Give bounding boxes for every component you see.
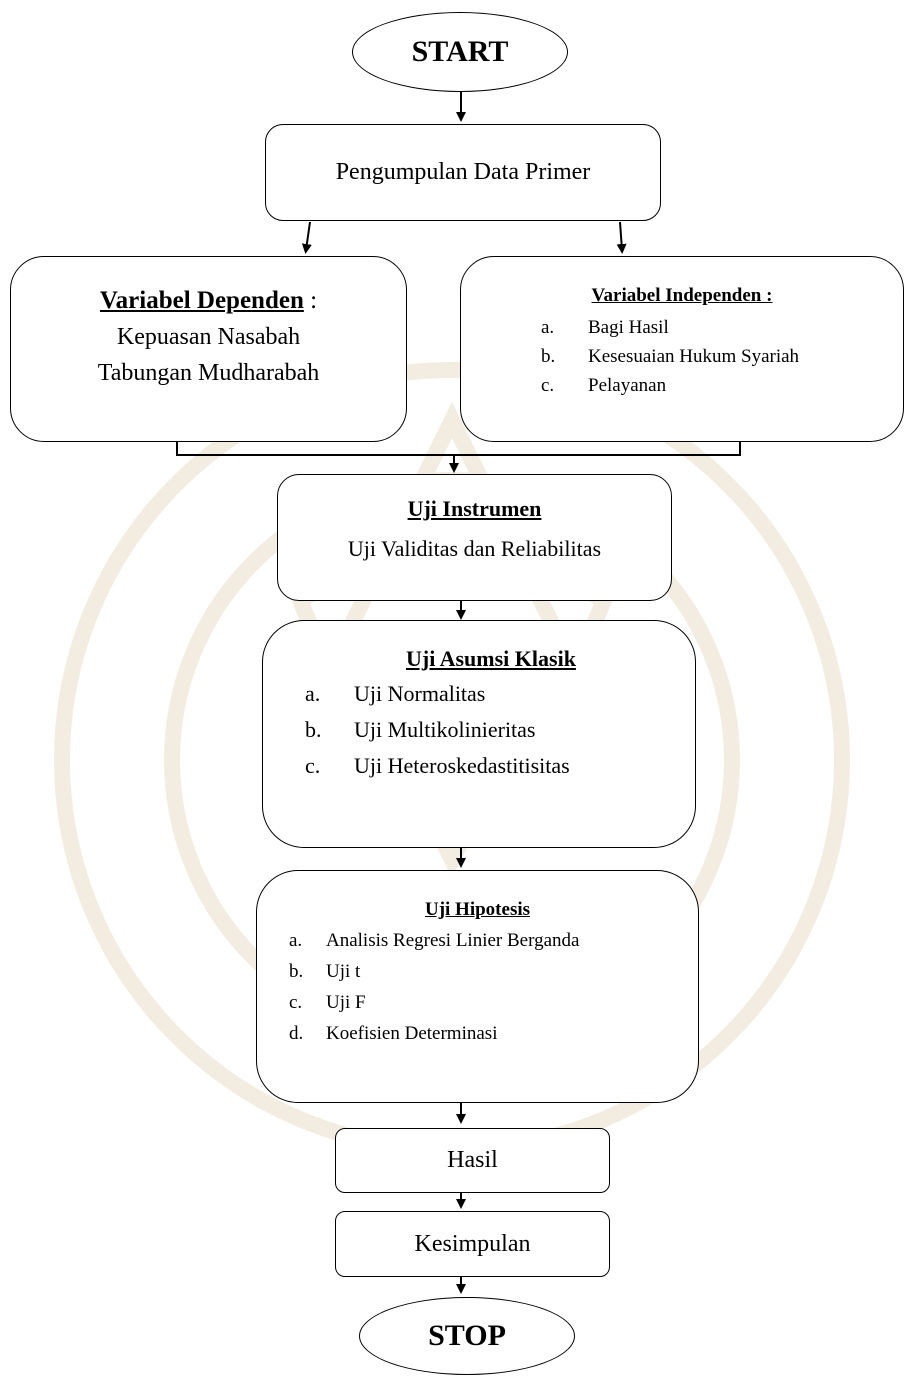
list-letter: a. <box>289 930 303 951</box>
list-item: b. Uji t <box>289 956 698 987</box>
variabel-dependen-line1: Kepuasan Nasabah <box>116 324 301 350</box>
uji-hipotesis-list: a. Analisis Regresi Linier Berganda b. Uji… <box>289 925 698 1049</box>
list-text: Bagi Hasil <box>588 317 669 338</box>
uji-asumsi-klasik-list: a. Uji Normalitas b. Uji Multikolinieritas… <box>305 676 695 784</box>
start-terminal: START <box>352 12 568 92</box>
variabel-dependen-box: Variabel Dependen : Kepuasan Nasabah Tab… <box>10 256 407 442</box>
list-letter: c. <box>541 375 555 396</box>
pengumpulan-data-box: Pengumpulan Data Primer <box>265 124 661 221</box>
list-letter: a. <box>305 681 321 706</box>
variabel-independen-title: Variabel Independen : <box>591 285 773 306</box>
variabel-independen-list: a.Bagi Hasil b.Kesesuaian Hukum Syariah … <box>541 313 903 400</box>
uji-instrumen-box: Uji Instrumen Uji Validitas dan Reliabil… <box>277 474 672 601</box>
list-item: c. Pelayanan <box>541 371 903 400</box>
merge-line <box>176 442 741 456</box>
list-item: a. Uji Normalitas <box>305 676 695 712</box>
uji-instrumen-title: Uji Instrumen <box>407 496 542 521</box>
variabel-dependen-title: Variabel Dependen <box>99 287 304 314</box>
list-letter: b. <box>289 961 304 982</box>
kesimpulan-box: Kesimpulan <box>335 1211 610 1277</box>
start-label: START <box>411 35 509 68</box>
list-letter: c. <box>305 753 321 778</box>
hasil-box: Hasil <box>335 1128 610 1193</box>
hasil-label: Hasil <box>447 1147 498 1173</box>
uji-asumsi-klasik-box: Uji Asumsi Klasik a. Uji Normalitas b. Uji… <box>262 620 696 848</box>
list-text: Uji Heteroskedastitisitas <box>354 753 570 778</box>
list-item: b. Kesesuaian Hukum Syariah <box>541 342 903 371</box>
uji-hipotesis-box: Uji Hipotesis a. Analisis Regresi Linier … <box>256 870 699 1103</box>
list-item: c. Uji F <box>289 987 698 1018</box>
list-item: a. Bagi Hasil <box>541 313 903 342</box>
variabel-dependen-colon: : <box>303 287 318 314</box>
variabel-dependen-line2: Tabungan Mudharabah <box>97 360 320 386</box>
stop-terminal: STOP <box>359 1297 575 1375</box>
list-item: a. Analisis Regresi Linier Berganda <box>289 925 698 956</box>
list-item: c. Uji Heteroskedastitisitas <box>305 748 695 784</box>
list-letter: a. <box>541 317 555 338</box>
list-letter: b. <box>541 346 556 367</box>
kesimpulan-label: Kesimpulan <box>414 1230 531 1257</box>
list-letter: b. <box>305 717 322 742</box>
pengumpulan-data-label: Pengumpulan Data Primer <box>335 159 591 185</box>
list-text: Analisis Regresi Linier Berganda <box>326 930 580 951</box>
list-letter: d. <box>289 1023 304 1044</box>
arrow-pengumpulan-to-independen <box>616 221 627 254</box>
stop-label: STOP <box>428 1319 506 1352</box>
uji-hipotesis-title: Uji Hipotesis <box>424 899 531 920</box>
list-text: Kesesuaian Hukum Syariah <box>588 346 800 367</box>
list-text: Pelayanan <box>588 375 667 396</box>
uji-instrumen-text: Uji Validitas dan Reliabilitas <box>347 536 602 561</box>
variabel-independen-box: Variabel Independen : a. Bagi Hasil b. Kes… <box>460 256 904 442</box>
list-text: Uji F <box>326 992 366 1013</box>
list-letter: c. <box>289 992 303 1013</box>
uji-asumsi-klasik-title: Uji Asumsi Klasik <box>406 646 576 671</box>
list-text: Koefisien Determinasi <box>326 1023 498 1044</box>
list-text: Uji t <box>326 961 361 982</box>
list-text: Uji Multikolinieritas <box>354 717 536 742</box>
list-item: b. Uji Multikolinieritas <box>305 712 695 748</box>
list-item: d. Koefisien Determinasi <box>289 1018 698 1049</box>
arrow-pengumpulan-to-dependen <box>301 221 312 254</box>
list-text: Uji Normalitas <box>354 681 486 706</box>
